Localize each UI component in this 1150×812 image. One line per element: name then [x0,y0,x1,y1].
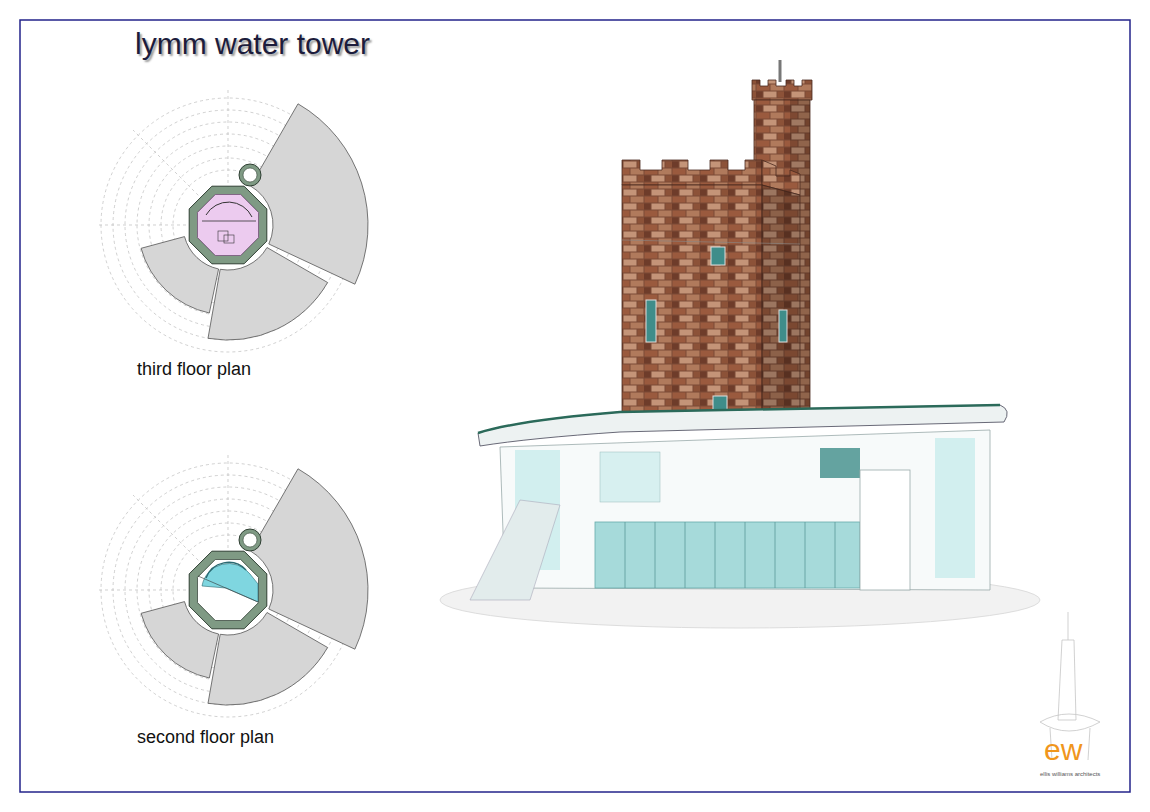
tower-rendering-part [762,185,800,425]
second-floor-plan-part [206,562,246,578]
tower-rendering-part [860,470,910,590]
tower-rendering-part [595,522,860,588]
tower-rendering-part [779,60,782,82]
plan-caption: third floor plan [137,359,251,380]
tower-rendering-part-part [775,522,776,588]
tower-rendering-part [820,448,860,478]
second-floor-plan [98,455,368,717]
tower-rendering-part-part [745,522,746,588]
sheet-title: lymm water tower [135,27,370,62]
tower-rendering-part [752,80,812,100]
third-floor-plan-part [98,90,368,352]
tower-rendering-part [762,185,800,425]
tower-rendering-part-part [655,522,656,588]
logo-name: ellis williams architects [1040,771,1100,778]
third-floor-plan-part [198,195,259,256]
tower-rendering-part [470,500,560,600]
tower-rendering-part [478,405,1000,433]
tower-rendering-part-part [715,522,716,588]
sheet-frame [20,20,1130,792]
tower-rendering-part [622,160,762,185]
tower-rendering-part [935,438,975,578]
tower-rendering [440,60,1040,628]
third-floor-plan-part [202,221,256,222]
tower-rendering-part-part [625,522,626,588]
tower-rendering-part [500,430,990,590]
third-floor-plan-part [206,202,252,217]
tower-rendering-part [646,300,656,342]
tower-rendering-part [622,185,762,425]
tower-rendering-part [625,522,835,588]
tower-rendering-part [478,405,1007,446]
tower-rendering-part-part [805,522,806,588]
plan-caption: second floor plan [137,727,274,748]
second-floor-plan-part [98,455,368,717]
tower-rendering-part-part [685,522,686,588]
logo-mark: ew [1044,733,1082,768]
third-floor-plan [98,90,368,352]
second-floor-plan-part [198,576,258,602]
second-floor-plan-part [198,560,259,621]
logo-sketch-part [1068,612,1069,640]
third-floor-plan-part [224,235,234,243]
tower-rendering-part [622,240,800,244]
logo-sketch-part [1040,714,1100,731]
tower-rendering-part [600,452,660,502]
third-floor-plan-part [218,231,228,241]
tower-rendering-part [779,310,787,342]
tower-rendering-part [711,247,725,265]
tower-rendering-part-part [835,522,836,588]
logo-sketch-part [1058,640,1076,720]
